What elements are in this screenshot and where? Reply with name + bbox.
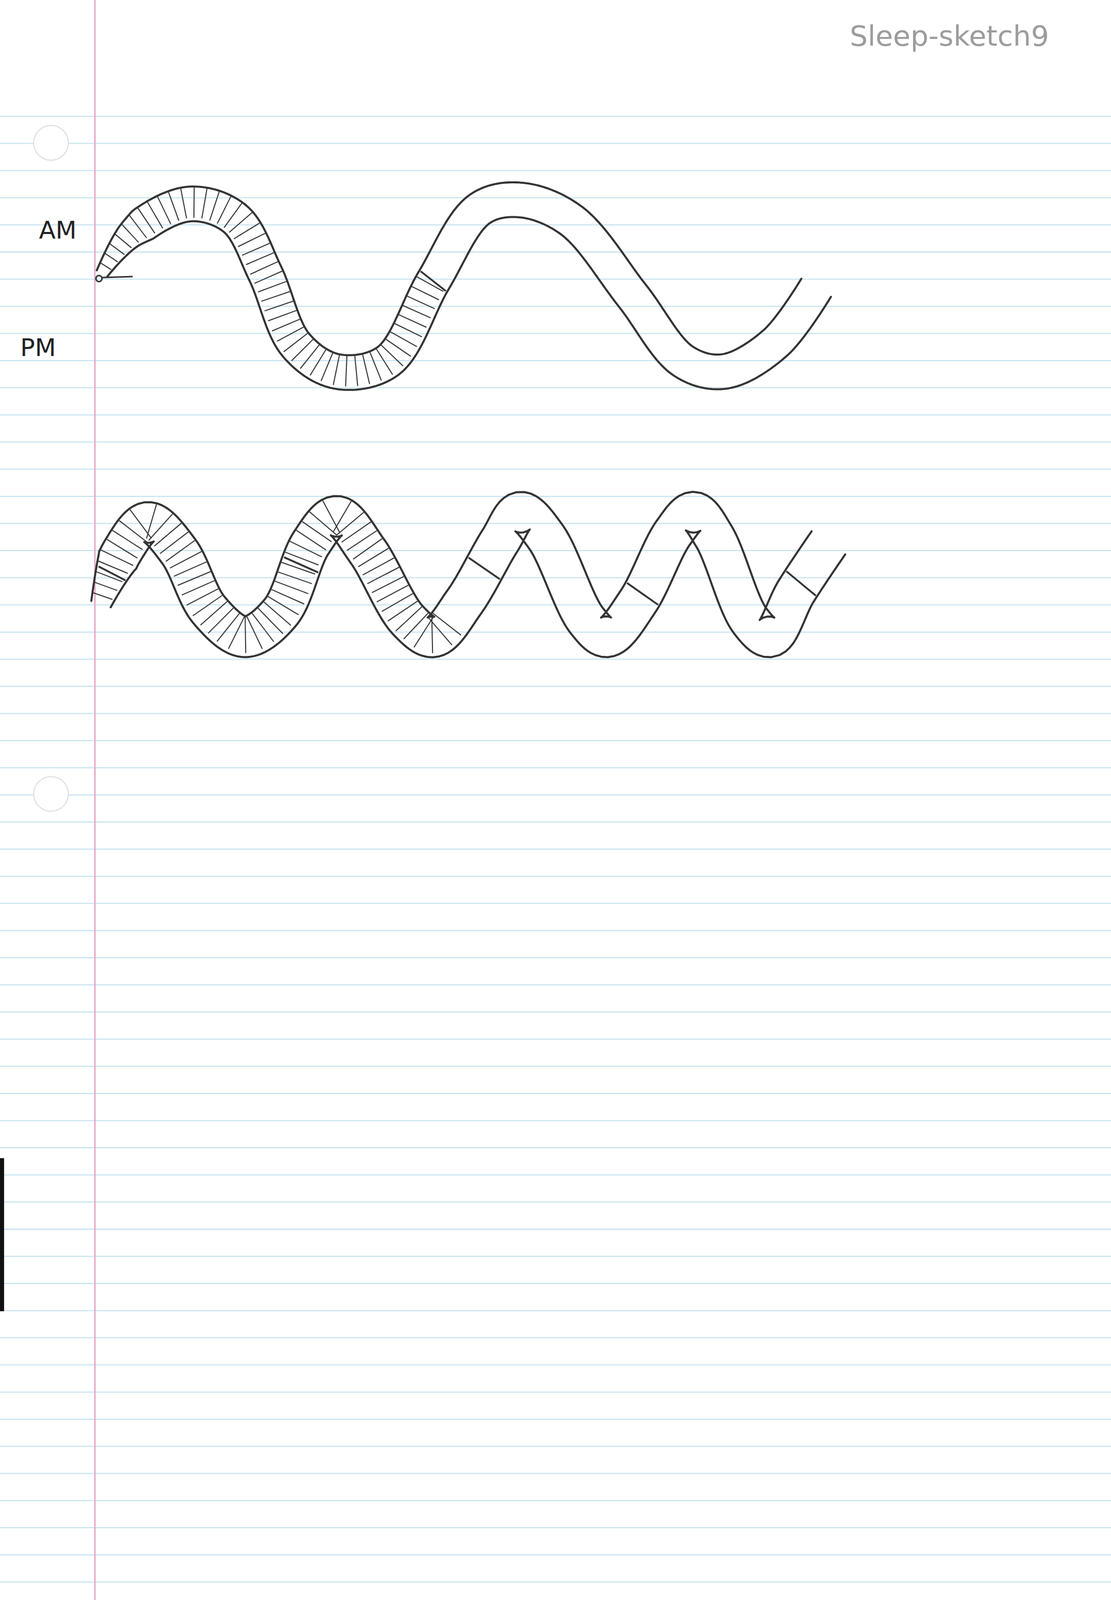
axis-label: PM [20, 334, 56, 362]
axis-label: AM [38, 216, 77, 244]
punch-hole [33, 125, 68, 161]
scan-edge [0, 1158, 5, 1312]
sketch-title: Sleep-sketch9 [849, 20, 1050, 52]
wave-sketch [91, 182, 846, 658]
margin-line [94, 0, 96, 1600]
ruled-lines [0, 116, 1111, 1582]
punch-hole [33, 776, 68, 811]
